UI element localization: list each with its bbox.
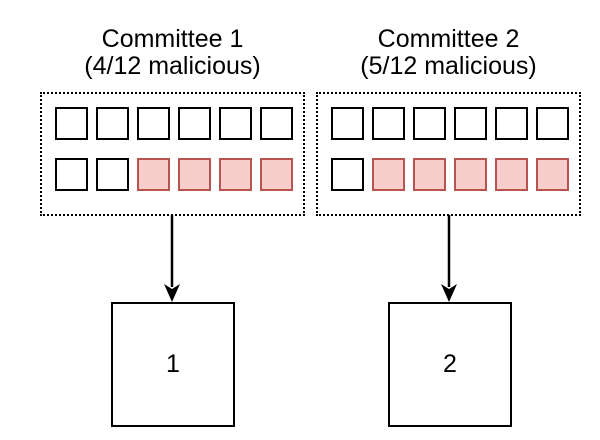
shard-2-box: 2 (388, 302, 512, 427)
honest-member-square (137, 107, 170, 140)
malicious-member-square (536, 158, 569, 191)
malicious-member-square (260, 158, 293, 191)
malicious-member-square (454, 158, 487, 191)
shard-1-label: 1 (166, 350, 180, 378)
committee-1-title-line: Committee 1 (101, 25, 244, 53)
honest-member-square (536, 107, 569, 140)
committee-1-title: Committee 1 (4/12 malicious) (40, 26, 305, 80)
malicious-member-square (372, 158, 405, 191)
honest-member-square (55, 107, 88, 140)
honest-member-square (96, 158, 129, 191)
honest-member-square (372, 107, 405, 140)
committee-2-title: Committee 2 (5/12 malicious) (316, 26, 581, 80)
honest-member-square (413, 107, 446, 140)
malicious-member-square (495, 158, 528, 191)
committee-1-subtitle: (4/12 malicious) (84, 52, 261, 80)
committee-2-box (316, 92, 581, 216)
shard-1-box: 1 (111, 302, 235, 427)
malicious-member-square (413, 158, 446, 191)
honest-member-square (454, 107, 487, 140)
down-arrow-committee-1-to-shard-1 (164, 215, 180, 302)
committee-2-subtitle: (5/12 malicious) (360, 52, 537, 80)
malicious-member-square (137, 158, 170, 191)
honest-member-square (219, 107, 252, 140)
honest-member-square (331, 158, 364, 191)
honest-member-square (96, 107, 129, 140)
shard-2-label: 2 (443, 350, 457, 378)
honest-member-square (55, 158, 88, 191)
honest-member-square (331, 107, 364, 140)
honest-member-square (178, 107, 211, 140)
committee-1-box (40, 92, 305, 216)
down-arrow-committee-2-to-shard-2 (441, 215, 457, 302)
honest-member-square (260, 107, 293, 140)
committee-2-title-line: Committee 2 (377, 25, 520, 53)
malicious-member-square (178, 158, 211, 191)
malicious-member-square (219, 158, 252, 191)
honest-member-square (495, 107, 528, 140)
